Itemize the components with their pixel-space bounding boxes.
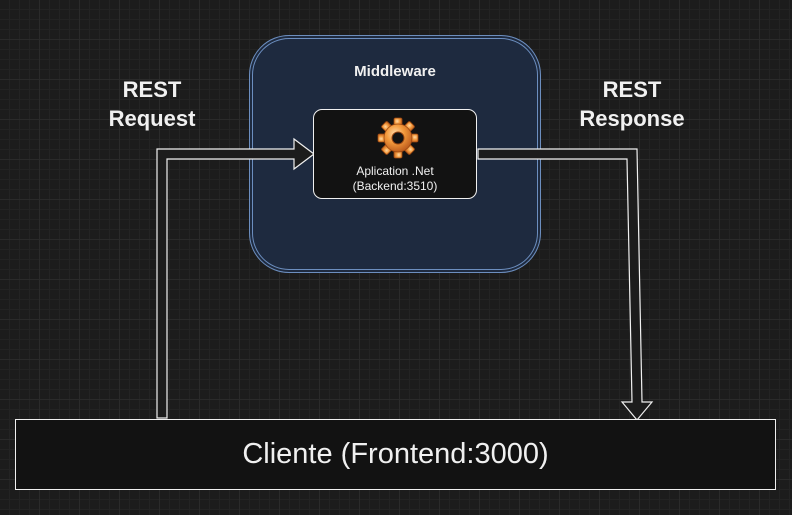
middleware-title: Middleware: [354, 63, 436, 80]
application-node[interactable]: Aplication .Net (Backend:3510): [313, 109, 477, 199]
request-label-line2: Request: [108, 106, 196, 131]
response-label: REST Response: [562, 75, 702, 133]
request-arrow[interactable]: [156, 137, 315, 419]
request-label: REST Request: [92, 75, 212, 133]
response-label-line1: REST: [602, 77, 662, 102]
application-name: Aplication .Net: [356, 164, 434, 178]
client-label: Cliente (Frontend:3000): [242, 438, 549, 470]
gear-icon: [377, 117, 419, 159]
response-arrow[interactable]: [477, 148, 654, 421]
request-label-line1: REST: [122, 77, 182, 102]
application-port: (Backend:3510): [352, 179, 438, 193]
client-node[interactable]: Cliente (Frontend:3000): [15, 419, 776, 490]
response-label-line2: Response: [579, 106, 685, 131]
